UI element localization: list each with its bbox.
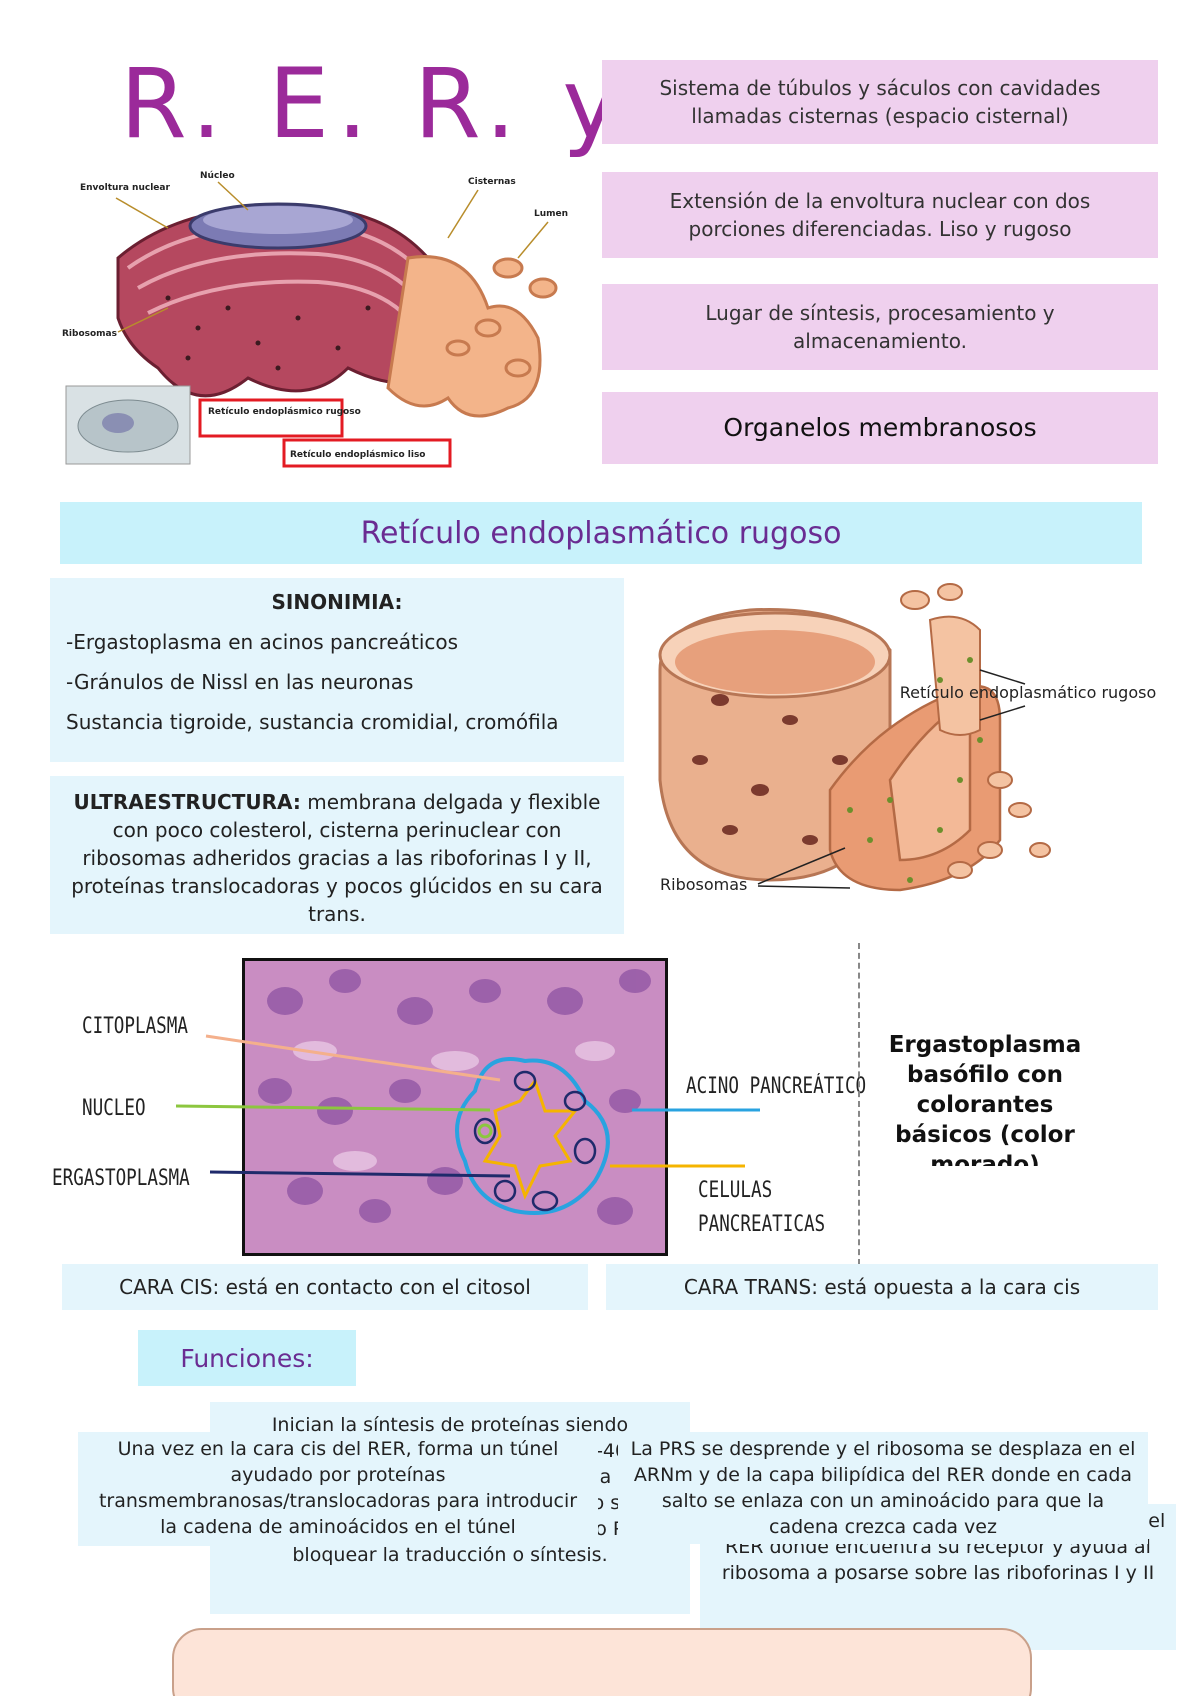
definition-box: Sistema de túbulos y sáculos con cavidad… xyxy=(602,60,1158,144)
funcion-text-left: Una vez en la cara cis del RER, forma un… xyxy=(98,1438,578,1538)
label-acino: ACINO PANCREÁTICO xyxy=(686,1074,867,1099)
label-citoplasma: CITOPLASMA xyxy=(82,1014,188,1039)
ultraestructura-label: ULTRAESTRUCTURA: xyxy=(73,790,301,814)
funcion-box-right-top: La PRS se desprende y el ribosoma se des… xyxy=(618,1432,1148,1544)
er-nucleus-illustration: Envoltura nuclear Núcleo Cisternas Lumen… xyxy=(48,168,588,468)
ultraestructura-box: ULTRAESTRUCTURA: membrana delgada y flex… xyxy=(50,776,624,934)
section-title: Retículo endoplasmático rugoso xyxy=(60,502,1142,564)
function-summary-box: Lugar de síntesis, procesamiento y almac… xyxy=(602,284,1158,370)
rer-illustration: Retículo endoplasmático rugoso Ribosomas xyxy=(658,583,1156,894)
histology-pointers xyxy=(175,1034,760,1178)
sinonimia-box: SINONIMIA: -Ergastoplasma en acinos panc… xyxy=(50,578,624,762)
label-rel-box: Retículo endoplásmico liso xyxy=(290,450,425,460)
label-rer-box: Retículo endoplásmico rugoso xyxy=(208,407,361,417)
cara-trans-box: CARA TRANS: está opuesta a la cara cis xyxy=(606,1264,1158,1310)
extension-text: Extensión de la envoltura nuclear con do… xyxy=(669,189,1091,241)
function-summary-text: Lugar de síntesis, procesamiento y almac… xyxy=(705,301,1055,353)
sinonimia-item: -Ergastoplasma en acinos pancreáticos xyxy=(66,630,459,654)
label-celulas-1: CELULAS xyxy=(698,1178,773,1203)
organelos-text: Organelos membranosos xyxy=(723,413,1037,442)
label-envoltura: Envoltura nuclear xyxy=(80,183,170,193)
label-ribosomas-2: Ribosomas xyxy=(660,875,747,894)
sinonimia-heading: SINONIMIA: xyxy=(271,590,403,614)
funciones-title: Funciones: xyxy=(138,1330,356,1386)
sinonimia-item: -Gránulos de Nissl en las neuronas xyxy=(66,670,414,694)
cara-cis-box: CARA CIS: está en contacto con el citoso… xyxy=(62,1264,588,1310)
label-celulas-2: PANCREATICAS xyxy=(698,1212,826,1237)
label-rer: Retículo endoplasmático rugoso xyxy=(900,683,1156,702)
ultraestructura-text: membrana delgada y flexible con poco col… xyxy=(71,790,603,926)
cara-cis-text: CARA CIS: está en contacto con el citoso… xyxy=(119,1275,531,1299)
page-title: R. E. R. y xyxy=(120,48,628,160)
sinonimia-item: Sustancia tigroide, sustancia cromidial,… xyxy=(66,710,559,734)
label-nucleo-histo: NUCLEO xyxy=(82,1096,146,1121)
extension-box: Extensión de la envoltura nuclear con do… xyxy=(602,172,1158,258)
label-nucleo: Núcleo xyxy=(200,171,235,181)
funcion-box-left: Una vez en la cara cis del RER, forma un… xyxy=(78,1432,598,1546)
decorative-scroll xyxy=(172,1628,1032,1696)
cara-trans-text: CARA TRANS: está opuesta a la cara cis xyxy=(683,1275,1081,1299)
label-lumen: Lumen xyxy=(534,209,568,219)
divider xyxy=(858,943,860,1265)
label-cisternas: Cisternas xyxy=(468,177,516,187)
organelos-box: Organelos membranosos xyxy=(602,392,1158,464)
label-ribosomas: Ribosomas xyxy=(62,329,117,339)
definition-text: Sistema de túbulos y sáculos con cavidad… xyxy=(659,76,1101,128)
label-ergastoplasma: ERGASTOPLASMA xyxy=(52,1166,190,1191)
ergastoplasma-note: Ergastoplasma basófilo con colorantes bá… xyxy=(888,1032,1082,1166)
funcion-text-right-top: La PRS se desprende y el ribosoma se des… xyxy=(630,1438,1136,1538)
